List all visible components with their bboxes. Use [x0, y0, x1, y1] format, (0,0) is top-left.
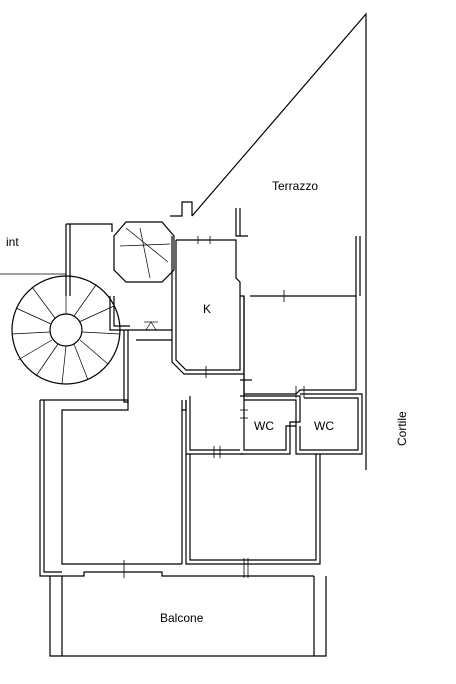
lower-left-room: [39, 399, 187, 578]
octagon-element: [113, 221, 175, 283]
balcony-outline: [49, 571, 327, 657]
spiral-staircase: [11, 275, 121, 385]
wc-rooms: [213, 393, 363, 458]
courtyard-label: Cortile: [395, 411, 409, 446]
kitchen-label: K: [203, 302, 211, 316]
interior-label: int: [6, 235, 19, 249]
right-upper-room: [243, 290, 357, 398]
terrace-outline: [170, 12, 367, 470]
central-walls: [109, 295, 252, 455]
balcony-label: Balcone: [160, 611, 204, 625]
terrace-label: Terrazzo: [272, 179, 318, 193]
wc-left-label: WC: [254, 419, 274, 433]
lower-right-room: [185, 454, 321, 578]
kitchen-room: [171, 236, 244, 378]
wc-right-label: WC: [314, 419, 334, 433]
